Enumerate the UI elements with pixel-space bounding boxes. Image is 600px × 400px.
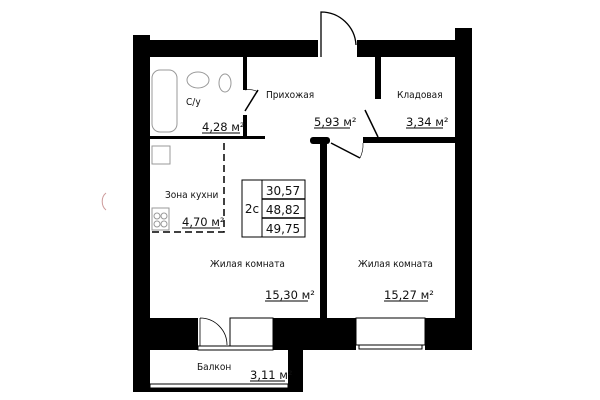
area-table: 2с 30,57 48,82 49,75 xyxy=(241,179,306,238)
wall-bottom-3 xyxy=(425,318,472,350)
wall-left xyxy=(133,35,150,392)
room-area-living-2: 15,27 м² xyxy=(384,288,434,302)
wall-cap xyxy=(310,137,330,144)
wall-top-right xyxy=(357,40,472,57)
fridge-icon xyxy=(151,145,171,165)
windows xyxy=(149,317,426,389)
walls xyxy=(133,28,472,392)
room-name-hallway: Прихожая xyxy=(266,90,314,101)
fixtures xyxy=(101,69,232,231)
kitchen-zone-border xyxy=(150,143,225,233)
balcony-door-icon xyxy=(199,317,228,346)
hall-door-icon xyxy=(330,142,361,159)
wall-middle xyxy=(320,140,327,320)
toilet-icon xyxy=(218,73,232,93)
wall-storage-left xyxy=(375,57,381,99)
bath-door-icon xyxy=(244,89,259,112)
bathtub-icon xyxy=(151,69,178,133)
wall-bottom-2 xyxy=(273,318,356,350)
wall-bath-bottom xyxy=(150,136,265,139)
room-name-kitchen: Зона кухни xyxy=(165,190,218,201)
wall-balcony-right xyxy=(288,350,303,392)
room-area-storage: 3,34 м² xyxy=(406,115,449,129)
room-name-balcony: Балкон xyxy=(197,362,231,373)
sink-icon xyxy=(186,71,210,89)
room-name-living-2: Жилая комната xyxy=(358,259,433,270)
wall-top-left xyxy=(133,40,318,57)
room-area-bathroom: 4,28 м² xyxy=(202,120,245,134)
room-area-living-1: 15,30 м² xyxy=(265,288,315,302)
total-area: 48,82 xyxy=(266,203,300,217)
wall-bath-right-bottom xyxy=(243,115,247,138)
room-name-bathroom: С/у xyxy=(186,97,201,108)
wall-bath-right-top xyxy=(243,57,247,90)
entrance-door-icon xyxy=(320,11,357,57)
room-area-balcony: 3,11 м² xyxy=(250,368,293,382)
room-name-storage: Кладовая xyxy=(397,90,443,101)
room-area-kitchen: 4,70 м² xyxy=(182,215,225,229)
doors xyxy=(199,11,379,346)
wall-bottom-1 xyxy=(133,318,198,350)
room-labels: С/у 4,28 м² Прихожая 5,93 м² Кладовая 3,… xyxy=(165,90,449,382)
living-area-total: 30,57 xyxy=(266,184,300,198)
room-area-hallway: 5,93 м² xyxy=(314,115,357,129)
wall-balcony-bottom xyxy=(133,388,303,392)
storage-door-icon xyxy=(364,109,379,138)
room-name-living-1: Жилая комната xyxy=(210,259,285,270)
total-area-with-balcony: 49,75 xyxy=(266,222,300,236)
wall-storage-bottom xyxy=(363,137,458,143)
wall-right xyxy=(455,28,472,350)
stove-icon xyxy=(151,207,170,231)
apartment-type: 2с xyxy=(245,202,259,216)
